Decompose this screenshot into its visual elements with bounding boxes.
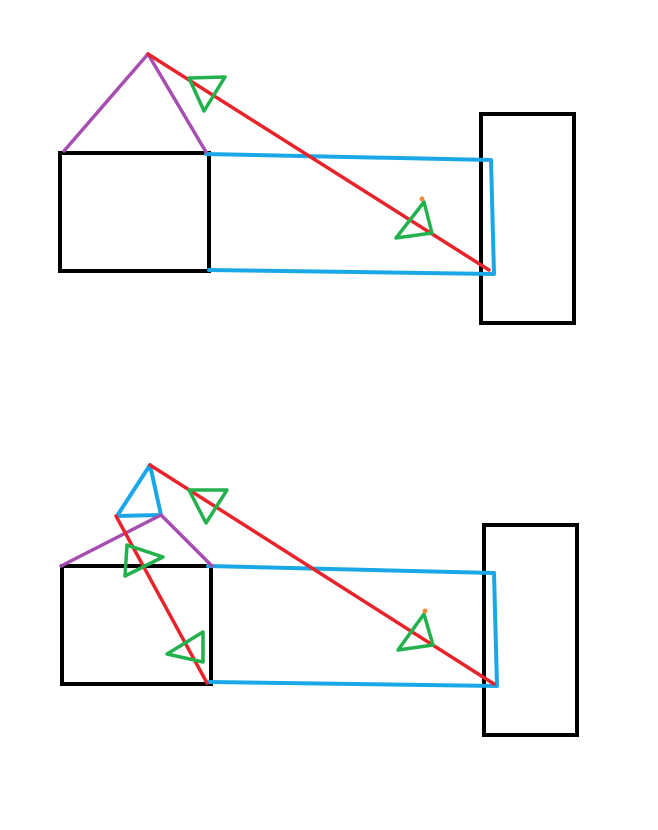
bottom-scene [59,463,579,737]
bottom-arrow-tip-dot [422,608,428,614]
bottom-red-drop-line [114,514,209,685]
bottom-blue-projection [206,564,499,688]
bottom-left-box [60,564,213,686]
bottom-purple-roof [59,513,214,568]
top-blue-projection [204,152,496,276]
top-green-arrow-1 [187,75,227,113]
bottom-green-arrow-3 [165,630,205,664]
bottom-red-diagonal [148,463,496,686]
bottom-blue-triangle [115,463,163,518]
top-left-box [58,151,211,273]
bottom-green-arrow-4 [396,612,435,652]
bottom-green-arrow-1 [187,488,229,525]
top-green-arrow-2 [394,200,434,240]
bottom-right-box [482,523,579,737]
top-right-box [479,112,576,325]
top-scene [58,52,576,325]
top-red-diagonal [146,52,491,272]
top-purple-roof [62,52,208,154]
top-arrow-tip-dot [419,196,425,202]
bottom-green-arrow-2 [123,543,165,578]
